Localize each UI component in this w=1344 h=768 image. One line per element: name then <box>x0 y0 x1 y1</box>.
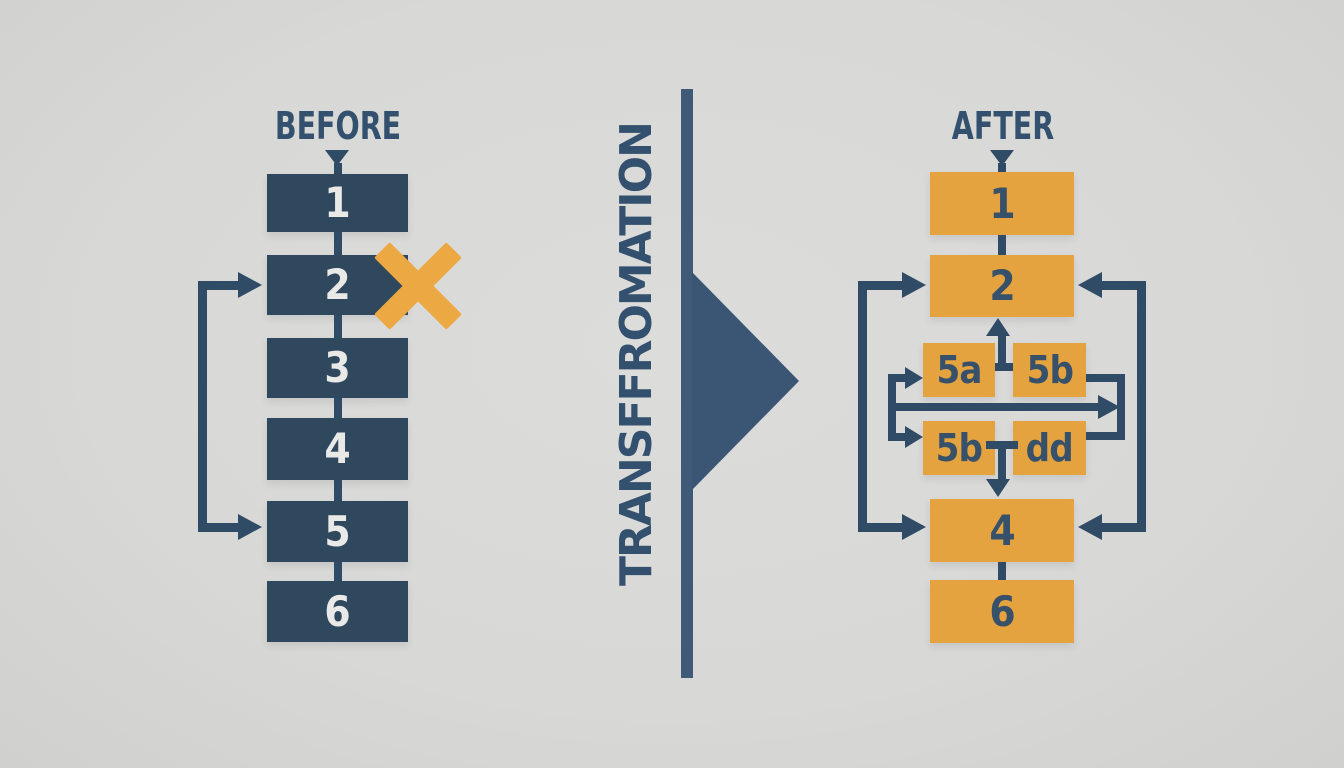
after-entry-arrow-icon <box>990 150 1014 166</box>
connector-line <box>334 163 342 175</box>
bracket-line <box>858 281 867 532</box>
after-box-2: 2 <box>930 255 1074 317</box>
bracket-line <box>1100 523 1146 532</box>
bracket-line <box>858 523 904 532</box>
box-label: dd <box>1025 426 1074 470</box>
box-label: 4 <box>324 424 351 473</box>
connector-line <box>334 562 342 582</box>
arrowhead-right-icon <box>905 426 923 448</box>
divider-bar <box>681 89 693 678</box>
box-label: 1 <box>989 178 1015 228</box>
connector-line <box>998 562 1006 580</box>
arrowhead-right-icon <box>238 514 262 540</box>
arrowhead-down-icon <box>986 479 1010 497</box>
transformation-label: TRANSFFROMATION <box>611 123 662 586</box>
delete-x-icon <box>374 242 462 330</box>
box-label: 1 <box>324 178 351 227</box>
before-box-5: 5 <box>267 501 408 562</box>
arrow-line <box>998 334 1006 368</box>
connector-line <box>998 235 1006 255</box>
connector-line <box>334 315 342 338</box>
before-box-4: 4 <box>267 418 408 480</box>
arrowhead-right-icon <box>902 514 926 540</box>
box-label: 2 <box>989 261 1015 310</box>
connector-line <box>334 232 342 255</box>
bracket-line <box>888 374 906 382</box>
box-label: 2 <box>324 260 351 309</box>
bracket-line <box>858 281 904 290</box>
bracket-line <box>1086 432 1125 440</box>
after-box-1: 1 <box>930 172 1074 235</box>
bracket-line <box>1100 281 1146 290</box>
before-entry-arrow-icon <box>325 150 349 166</box>
arrowhead-left-icon <box>1078 272 1102 298</box>
bracket-line <box>1086 374 1125 382</box>
after-box-5b-top: 5b <box>1013 343 1086 397</box>
before-box-3: 3 <box>267 338 408 398</box>
bracket-line <box>1137 281 1146 532</box>
connector-line <box>334 480 342 502</box>
arrowhead-right-icon <box>902 272 926 298</box>
after-box-4: 4 <box>930 499 1074 562</box>
connector-line <box>998 163 1006 174</box>
box-label: 6 <box>989 586 1015 636</box>
box-label: 5a <box>936 348 982 392</box>
transform-arrow-icon <box>692 272 799 490</box>
before-box-1: 1 <box>267 174 408 232</box>
box-label: 5 <box>324 506 351 556</box>
after-title: AFTER <box>951 104 1055 148</box>
before-box-6: 6 <box>267 581 408 642</box>
arrowhead-right-icon <box>905 367 923 389</box>
bracket-line <box>198 523 238 532</box>
bracket-line <box>1117 374 1125 440</box>
arrow-line <box>888 403 1100 411</box>
box-label: 5b <box>1026 348 1073 392</box>
bracket-line <box>888 433 906 441</box>
bracket-line <box>198 281 207 532</box>
box-label: 4 <box>989 505 1015 555</box>
box-label: 3 <box>324 343 351 392</box>
arrow-tail-bar <box>986 363 1018 371</box>
arrowhead-left-icon <box>1078 514 1102 540</box>
arrowhead-right-icon <box>1098 395 1120 419</box>
after-box-5a: 5a <box>923 343 995 397</box>
arrow-line <box>998 445 1006 481</box>
connector-line <box>334 398 342 419</box>
after-box-5b-bottom: 5b <box>923 421 995 475</box>
after-box-dd: dd <box>1013 421 1086 475</box>
arrowhead-up-icon <box>986 318 1010 336</box>
before-title: BEFORE <box>274 104 402 148</box>
box-label: 6 <box>324 586 351 636</box>
arrowhead-right-icon <box>238 272 262 298</box>
box-label: 5b <box>935 426 983 470</box>
bracket-line <box>198 281 238 290</box>
after-box-6: 6 <box>930 580 1074 643</box>
